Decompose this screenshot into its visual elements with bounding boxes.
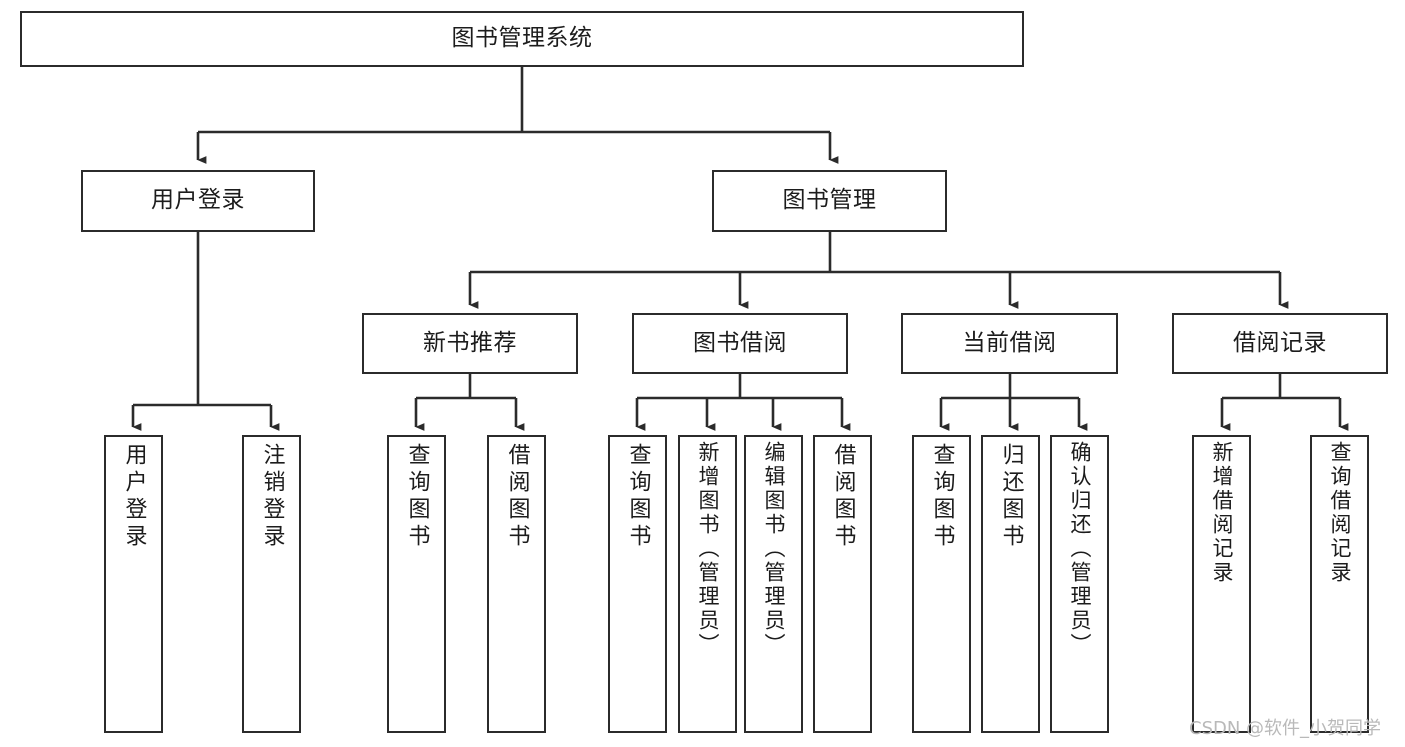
leaf-add-book-admin[interactable]: 新增图书（管理员） [678,435,737,733]
node-label: 编辑图书（管理员） [762,441,786,657]
node-label: 借阅图书 [830,443,856,551]
node-label: 新书推荐 [423,329,517,356]
leaf-query-borrow-record[interactable]: 查询借阅记录 [1310,435,1369,733]
node-label: 借阅记录 [1233,329,1327,356]
node-label: 查询图书 [929,443,955,551]
node-new-book-recommendation[interactable]: 新书推荐 [362,313,578,374]
node-label: 查询借阅记录 [1328,441,1352,585]
node-label: 图书借阅 [693,329,787,356]
leaf-confirm-return-admin[interactable]: 确认归还（管理员） [1050,435,1109,733]
node-label: 确认归还（管理员） [1068,441,1092,657]
node-label: 新增图书（管理员） [696,441,720,657]
node-user-login[interactable]: 用户登录 [81,170,315,232]
csdn-watermark: CSDN @软件_小贺同学 [1189,718,1382,739]
node-label: 查询图书 [625,443,651,551]
node-book-management[interactable]: 图书管理 [712,170,947,232]
leaf-borrow-book-borrowing[interactable]: 借阅图书 [813,435,872,733]
leaf-logout[interactable]: 注销登录 [242,435,301,733]
leaf-borrow-book-recommendation[interactable]: 借阅图书 [487,435,546,733]
node-root-system[interactable]: 图书管理系统 [20,11,1024,67]
node-label: 当前借阅 [962,329,1057,356]
node-label: 借阅图书 [504,443,530,551]
leaf-edit-book-admin[interactable]: 编辑图书（管理员） [744,435,803,733]
node-label: 新增借阅记录 [1210,441,1234,585]
node-label: 归还图书 [998,443,1024,551]
leaf-query-book-current[interactable]: 查询图书 [912,435,971,733]
leaf-return-book[interactable]: 归还图书 [981,435,1040,733]
node-label: 图书管理系统 [451,25,593,52]
leaf-query-book-borrowing[interactable]: 查询图书 [608,435,667,733]
node-label: 用户登录 [151,187,245,214]
node-label: 查询图书 [404,443,430,551]
node-label: 注销登录 [259,443,285,551]
node-label: 图书管理 [782,187,877,214]
node-current-borrowing[interactable]: 当前借阅 [901,313,1118,374]
leaf-add-borrow-record[interactable]: 新增借阅记录 [1192,435,1251,733]
node-label: 用户登录 [121,443,147,551]
leaf-user-login[interactable]: 用户登录 [104,435,163,733]
node-borrowing-records[interactable]: 借阅记录 [1172,313,1388,374]
leaf-query-book-recommendation[interactable]: 查询图书 [387,435,446,733]
node-book-borrowing[interactable]: 图书借阅 [632,313,848,374]
